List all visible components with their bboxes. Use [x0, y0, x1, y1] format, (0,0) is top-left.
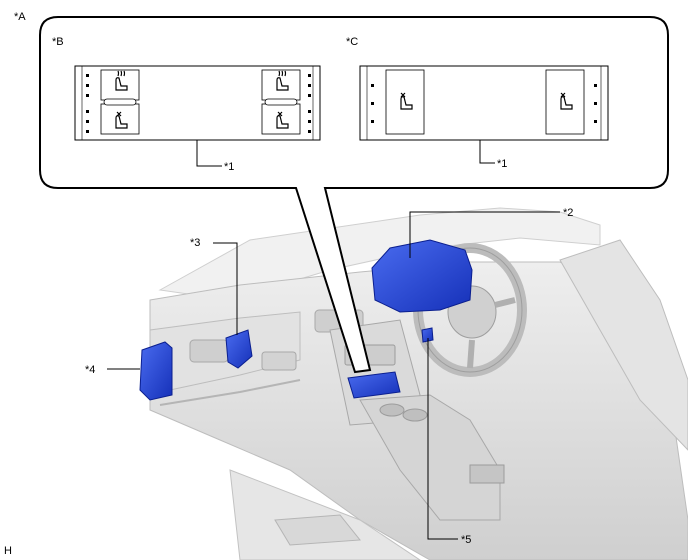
seat-ventilation-icon: [560, 92, 573, 110]
label-3: *3: [190, 237, 200, 249]
label-2: *2: [563, 207, 573, 219]
label-1-b: *1: [224, 161, 234, 173]
ecu-passenger-side-highlight: [139, 341, 173, 401]
switch-panel-c: [359, 65, 609, 141]
label-a: *A: [14, 11, 26, 23]
seat-ventilation-icon: [115, 111, 128, 129]
seat-ventilation-icon: [400, 92, 413, 110]
label-b: *B: [52, 36, 64, 48]
vehicle-interior-illustration: [149, 207, 688, 560]
small-component-highlight: [421, 327, 434, 343]
label-c: *C: [346, 36, 358, 48]
leader-lines: [107, 140, 560, 540]
combination-meter-highlight: [371, 239, 473, 313]
seat-heater-icon: [276, 70, 289, 91]
seat-ventilation-icon: [276, 111, 289, 129]
seat-heater-switch-passenger-highlight: [225, 329, 253, 369]
label-5: *5: [461, 534, 471, 546]
center-switch-highlight: [347, 371, 401, 399]
label-4: *4: [85, 364, 95, 376]
corner-code: H: [4, 545, 12, 557]
label-1-c: *1: [497, 158, 507, 170]
switch-panel-b: [74, 65, 321, 141]
seat-heater-icon: [115, 70, 128, 91]
